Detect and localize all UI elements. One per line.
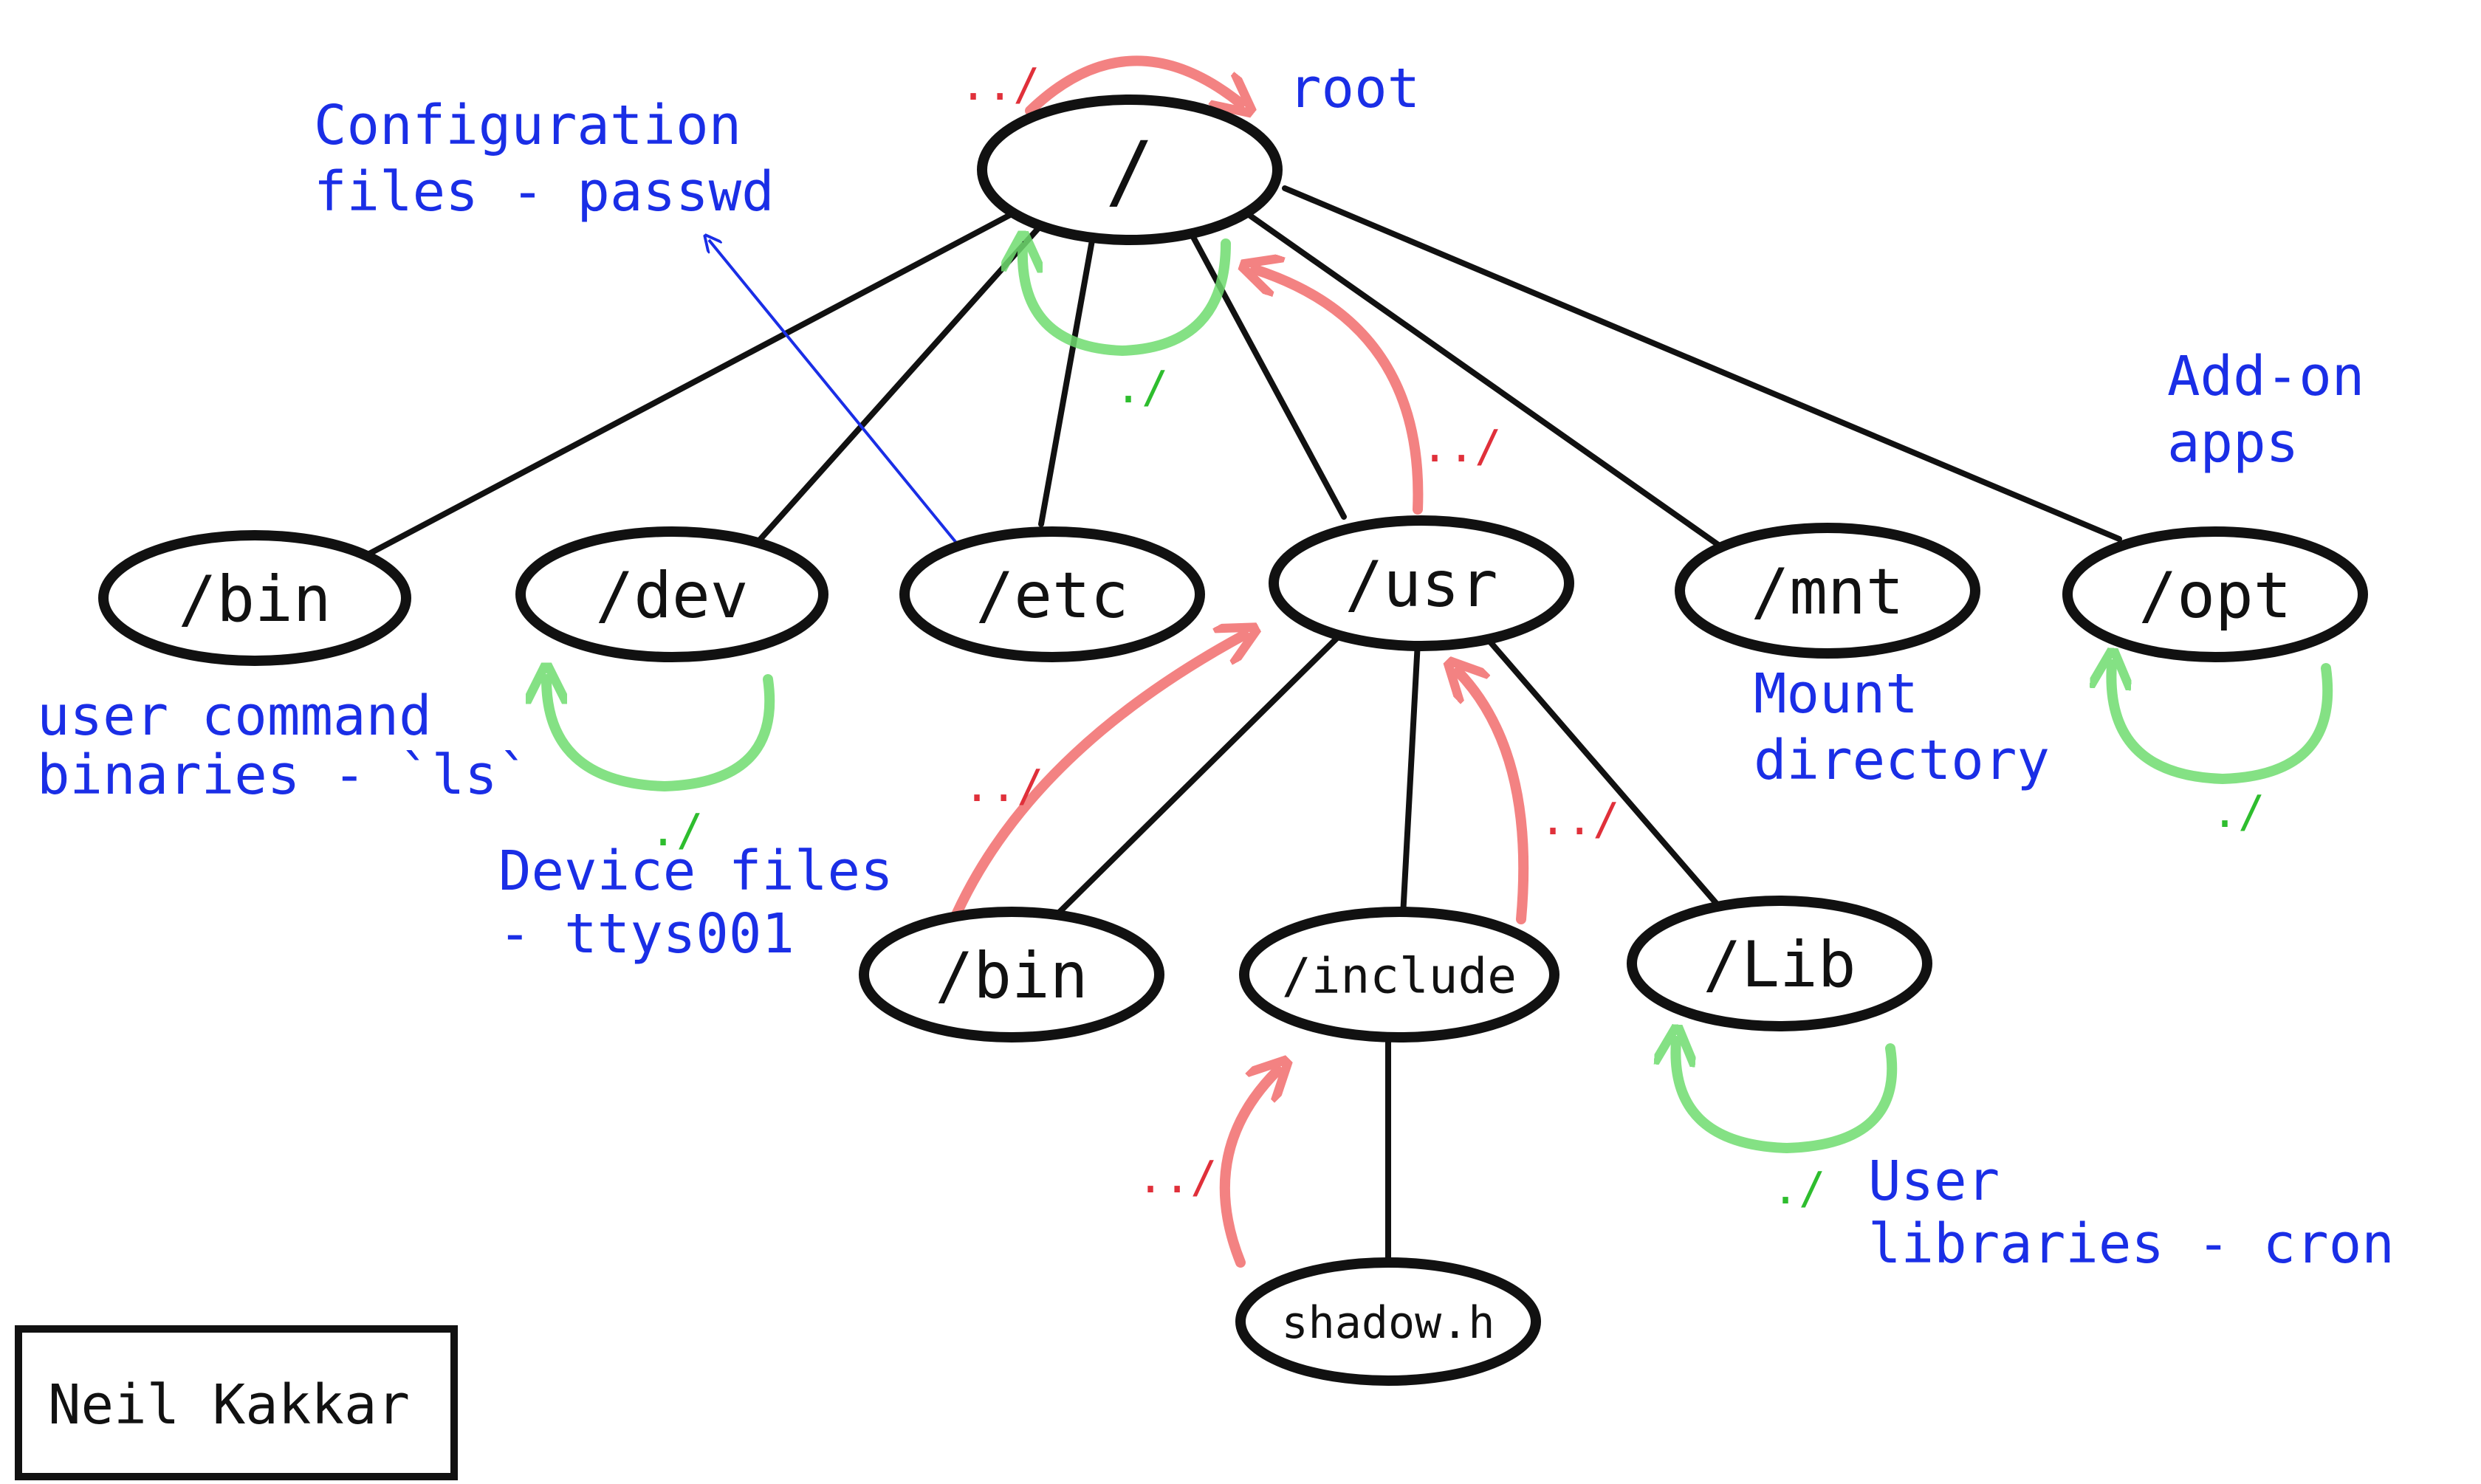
shadow-parent-arc — [1219, 1071, 1277, 1268]
node-usr: /usr — [1269, 515, 1574, 651]
node-mnt: /mnt — [1675, 523, 1980, 659]
edge-root-bin — [366, 211, 1015, 557]
usr-parent-arc — [1255, 269, 1424, 515]
node-bin: /bin — [98, 530, 411, 666]
dev-note-line2: - ttys001 — [498, 902, 795, 966]
node-etc-label: /etc — [975, 559, 1128, 633]
node-opt: /opt — [2062, 526, 2368, 662]
node-root: / — [977, 95, 1283, 245]
edge-root-usr — [1186, 226, 1347, 520]
etc-annotation-pointer — [709, 240, 958, 544]
usr-bin-parent-mark: ../ — [964, 760, 1043, 812]
node-dev-label: /dev — [595, 559, 748, 633]
node-lib: /Lib — [1627, 896, 1932, 1031]
node-etc: /etc — [899, 526, 1205, 662]
tree-nodes: / /bin /dev /etc /usr /mnt /opt /bin — [98, 95, 2368, 1386]
usr-parent-mark: ../ — [1421, 421, 1501, 473]
node-usr-label: /usr — [1345, 548, 1497, 622]
edge-root-opt — [1282, 185, 2122, 542]
dev-note-line1: Device files — [498, 839, 893, 903]
edge-usr-lib — [1481, 632, 1723, 911]
edge-usr-include — [1400, 639, 1421, 918]
node-bin-label: /bin — [178, 563, 331, 636]
tree-edges — [366, 185, 2122, 1265]
root-parent-arc — [1025, 55, 1240, 111]
root-parent-mark: ../ — [960, 59, 1040, 111]
mnt-note-line1: Mount — [1754, 662, 1918, 726]
bin-note-line1: user command — [37, 684, 432, 748]
node-usr-bin-label: /bin — [935, 939, 1088, 1013]
node-opt-label: /opt — [2138, 559, 2291, 633]
include-parent-mark: ../ — [1540, 794, 1619, 845]
parent-arrows — [947, 55, 1529, 1268]
current-arrows — [546, 244, 2333, 1154]
shadow-parent-mark: ../ — [1137, 1152, 1217, 1203]
node-root-label: / — [1105, 124, 1154, 219]
node-include: /include — [1239, 907, 1559, 1042]
opt-current-loop — [2111, 664, 2333, 785]
root-current-mark: ./ — [1115, 362, 1168, 413]
root-note: root — [1288, 57, 1420, 120]
node-include-label: /include — [1282, 948, 1517, 1005]
opt-note-line2: apps — [2167, 411, 2299, 475]
config-note-line1: Configuration — [314, 94, 741, 157]
node-shadow-label: shadow.h — [1282, 1297, 1495, 1349]
edge-usr-bin — [1046, 628, 1347, 926]
lib-current-loop — [1675, 1041, 1898, 1154]
dev-current-loop — [546, 679, 775, 792]
annotations: root Configuration files - passwd user c… — [37, 57, 2395, 1276]
lib-note-line2: libraries - cron — [1868, 1212, 2395, 1276]
config-note-line2: files - passwd — [314, 160, 775, 224]
edge-root-dev — [758, 222, 1044, 542]
signature: Neil Kakkar — [15, 1325, 458, 1480]
edge-root-etc — [1038, 233, 1096, 527]
node-dev: /dev — [515, 526, 828, 662]
node-lib-label: /Lib — [1703, 928, 1856, 1002]
dot-marks: ../ ../ ../ ../ ../ ./ ./ ./ ./ — [650, 59, 2265, 1215]
edge-root-mnt — [1245, 211, 1723, 549]
opt-note-line1: Add-on — [2167, 345, 2364, 408]
dev-current-mark: ./ — [650, 805, 703, 856]
signature-box — [15, 1325, 458, 1480]
opt-current-mark: ./ — [2211, 786, 2265, 838]
mnt-note-line2: directory — [1754, 729, 2050, 792]
lib-note-line1: User — [1868, 1150, 2000, 1213]
signature-text: Neil Kakkar — [48, 1373, 410, 1437]
lib-current-mark: ./ — [1772, 1163, 1825, 1215]
bin-note-line2: binaries - `ls` — [37, 743, 530, 807]
node-mnt-label: /mnt — [1751, 555, 1904, 629]
node-shadow: shadow.h — [1235, 1257, 1541, 1386]
include-parent-arc — [1458, 672, 1529, 924]
root-current-loop — [1023, 244, 1231, 357]
node-usr-bin: /bin — [859, 907, 1164, 1042]
usr-bin-parent-arc — [947, 635, 1244, 928]
